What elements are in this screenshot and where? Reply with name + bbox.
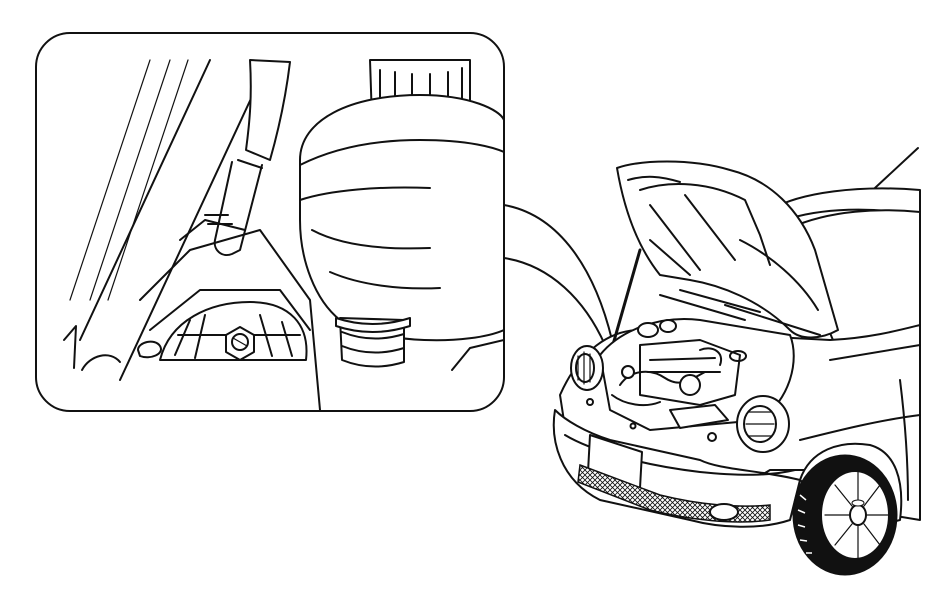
- bracket-details: [63, 325, 504, 371]
- hood-support-rod: [204, 59, 291, 256]
- inset-frame: [35, 32, 505, 412]
- detail-inset: [35, 32, 505, 412]
- bay-reservoir-1: [637, 322, 659, 338]
- fog-light: [709, 503, 739, 521]
- front-wheel: [792, 442, 903, 576]
- callout-leader: [503, 204, 613, 346]
- mount-bolt: [225, 326, 255, 361]
- car-hood-prop-rod: [608, 248, 642, 357]
- engine-mount-plate: [139, 219, 321, 411]
- car: [552, 147, 921, 576]
- wheel-badge: [851, 499, 865, 507]
- windshield-wipers: [659, 289, 821, 336]
- battery: [669, 404, 729, 429]
- hose-clamp: [335, 317, 411, 368]
- bay-reservoir-2: [659, 319, 677, 333]
- headlight-left: [570, 345, 604, 391]
- fluid-reservoir: [299, 94, 504, 342]
- headlight-right: [736, 395, 790, 453]
- raised-hood: [616, 160, 839, 339]
- front-bumper: [552, 398, 801, 528]
